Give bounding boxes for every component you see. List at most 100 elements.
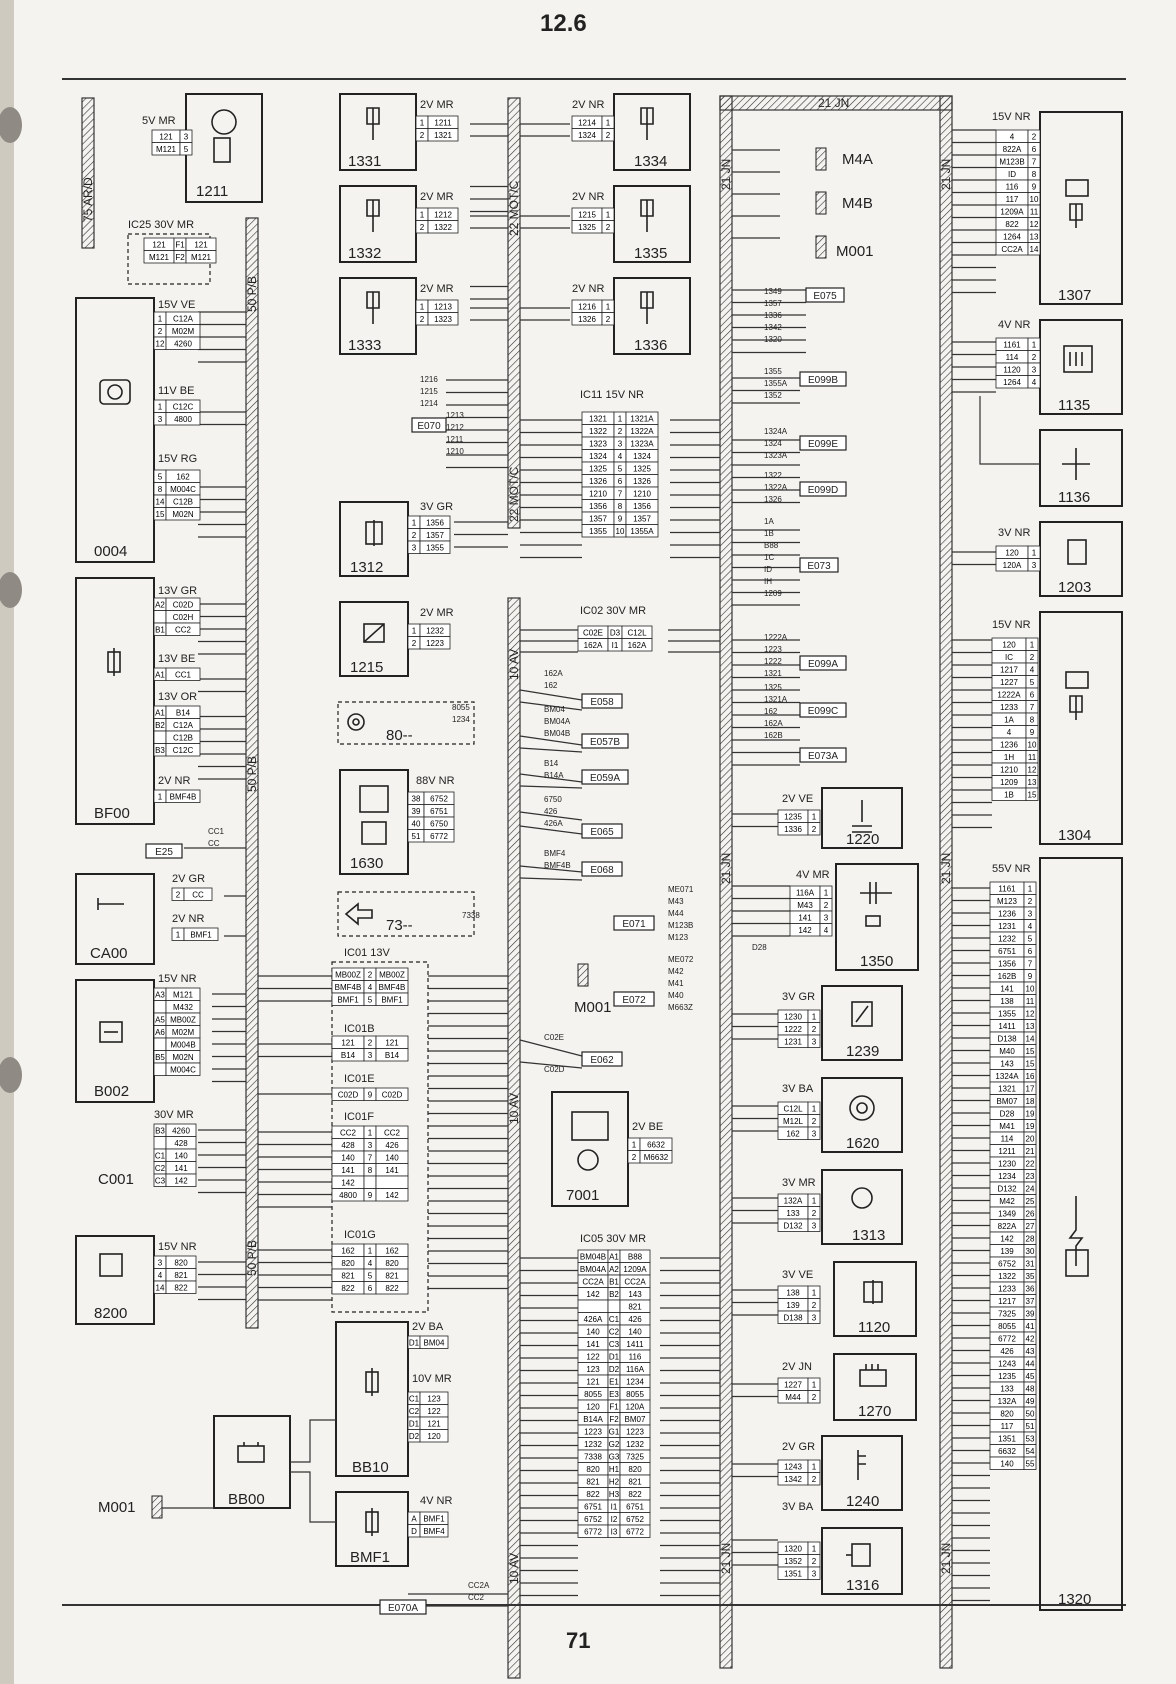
pin-text: 3	[412, 544, 417, 553]
pin-text: 1357	[426, 531, 444, 540]
wire-label: 162	[544, 681, 558, 690]
bus-jn-right	[939, 95, 953, 1669]
pin-cell	[807, 1034, 821, 1048]
pin-text: 5	[618, 465, 623, 474]
pin-text: 8055	[584, 1390, 602, 1399]
component-label-1215: 1215	[350, 659, 383, 676]
component-bf00	[75, 577, 155, 825]
pin-text: 3	[1028, 910, 1033, 919]
bus-label-ar-d: 75 AR/D	[81, 177, 95, 222]
pin-text: 1264	[1003, 378, 1021, 387]
pin-cell	[601, 128, 615, 142]
bus-mot-c	[507, 97, 521, 529]
pin-text: M02N	[172, 510, 194, 519]
generator-icon	[849, 1095, 875, 1121]
pin-text: 121	[159, 133, 173, 142]
pin-text: 1230	[998, 1160, 1016, 1169]
connector-label-0004-b: 11V BE	[158, 385, 195, 397]
pin-text: M6632	[644, 1153, 669, 1162]
pin-text: CC2A	[624, 1278, 646, 1287]
pin-text: 116	[1006, 183, 1019, 192]
pin-text: 821	[341, 1272, 355, 1281]
wire-label: 1323A	[764, 451, 788, 460]
speed-sensor-icon	[851, 1187, 873, 1209]
component-1240	[821, 1435, 903, 1511]
pin-text: A	[411, 1515, 417, 1524]
pin-text: D2	[409, 1432, 420, 1441]
wire	[519, 689, 583, 701]
wire-label: M43	[668, 897, 684, 906]
pin-text: 11	[1026, 997, 1035, 1006]
pin-cell	[1025, 787, 1039, 801]
wire-label: B88	[764, 541, 779, 550]
fuse-icon	[365, 1368, 379, 1396]
pin-text: 133	[786, 1209, 800, 1218]
splice-e071: E071	[622, 919, 646, 930]
pin-text: 1209A	[1000, 208, 1024, 217]
binding-hole	[0, 1057, 22, 1093]
pin-text: BMF1	[423, 1515, 445, 1524]
pin-text: C1	[409, 1395, 420, 1404]
pin-text: C12A	[173, 721, 194, 730]
pin-text: 4	[1032, 378, 1037, 387]
pin-text: 6632	[647, 1141, 665, 1150]
pin-cell	[807, 1566, 821, 1580]
pin-text: 15	[1028, 791, 1037, 800]
splice-box	[581, 733, 629, 749]
pin-text: 9	[618, 515, 623, 524]
pin-text: B2	[155, 721, 165, 730]
pin-text: 138	[786, 1289, 800, 1298]
pin-text: 1326	[578, 315, 596, 324]
pin-cell	[375, 1188, 409, 1202]
wire-label: CC	[208, 839, 220, 848]
pin-text: BMF4B	[335, 983, 362, 992]
pin-text: 822	[1005, 220, 1019, 229]
connector-label-bmf1: 4V NR	[420, 1495, 452, 1507]
pin-text: 6752	[998, 1260, 1016, 1269]
pin-text: BMF4	[423, 1527, 445, 1536]
pin-text: 822A	[998, 1222, 1017, 1231]
pin-text: 4800	[174, 415, 192, 424]
ground-m4b	[815, 191, 827, 215]
component-bb10	[335, 1321, 409, 1477]
connector-label-8200: 15V NR	[158, 1241, 197, 1253]
pin-text: 1	[1032, 549, 1037, 558]
component-1320	[1039, 857, 1123, 1611]
pin-text: G3	[609, 1453, 620, 1462]
pin-text: M43	[797, 901, 813, 910]
splice-e070: E070	[417, 421, 441, 432]
pin-text: 1356	[633, 502, 651, 511]
pin-text: 426	[385, 1141, 399, 1150]
wire-label: 1212	[446, 423, 464, 432]
bus-label-jn-top: 21 JN	[818, 96, 849, 110]
pin-cell	[423, 829, 455, 843]
pin-text: 821	[385, 1272, 399, 1281]
ground-m4a	[815, 147, 827, 171]
pin-text: B3	[155, 746, 165, 755]
interconnect-ic25: IC25 30V MR	[128, 219, 194, 231]
wire-label: 1222	[764, 657, 782, 666]
bus-label-jn-3: 21 JN	[719, 1543, 733, 1574]
pin-text: B1	[609, 1278, 619, 1287]
wires	[162, 123, 1040, 1607]
pin-cell	[183, 887, 213, 901]
component-1120	[833, 1261, 917, 1337]
pin-text: C12A	[173, 315, 194, 324]
splice-box	[799, 435, 847, 451]
pin-text: 1320	[784, 1545, 802, 1554]
wire	[519, 865, 583, 873]
capacitor-icon	[1062, 448, 1090, 480]
pin-text: 6752	[584, 1515, 602, 1524]
component-1313	[821, 1169, 903, 1245]
